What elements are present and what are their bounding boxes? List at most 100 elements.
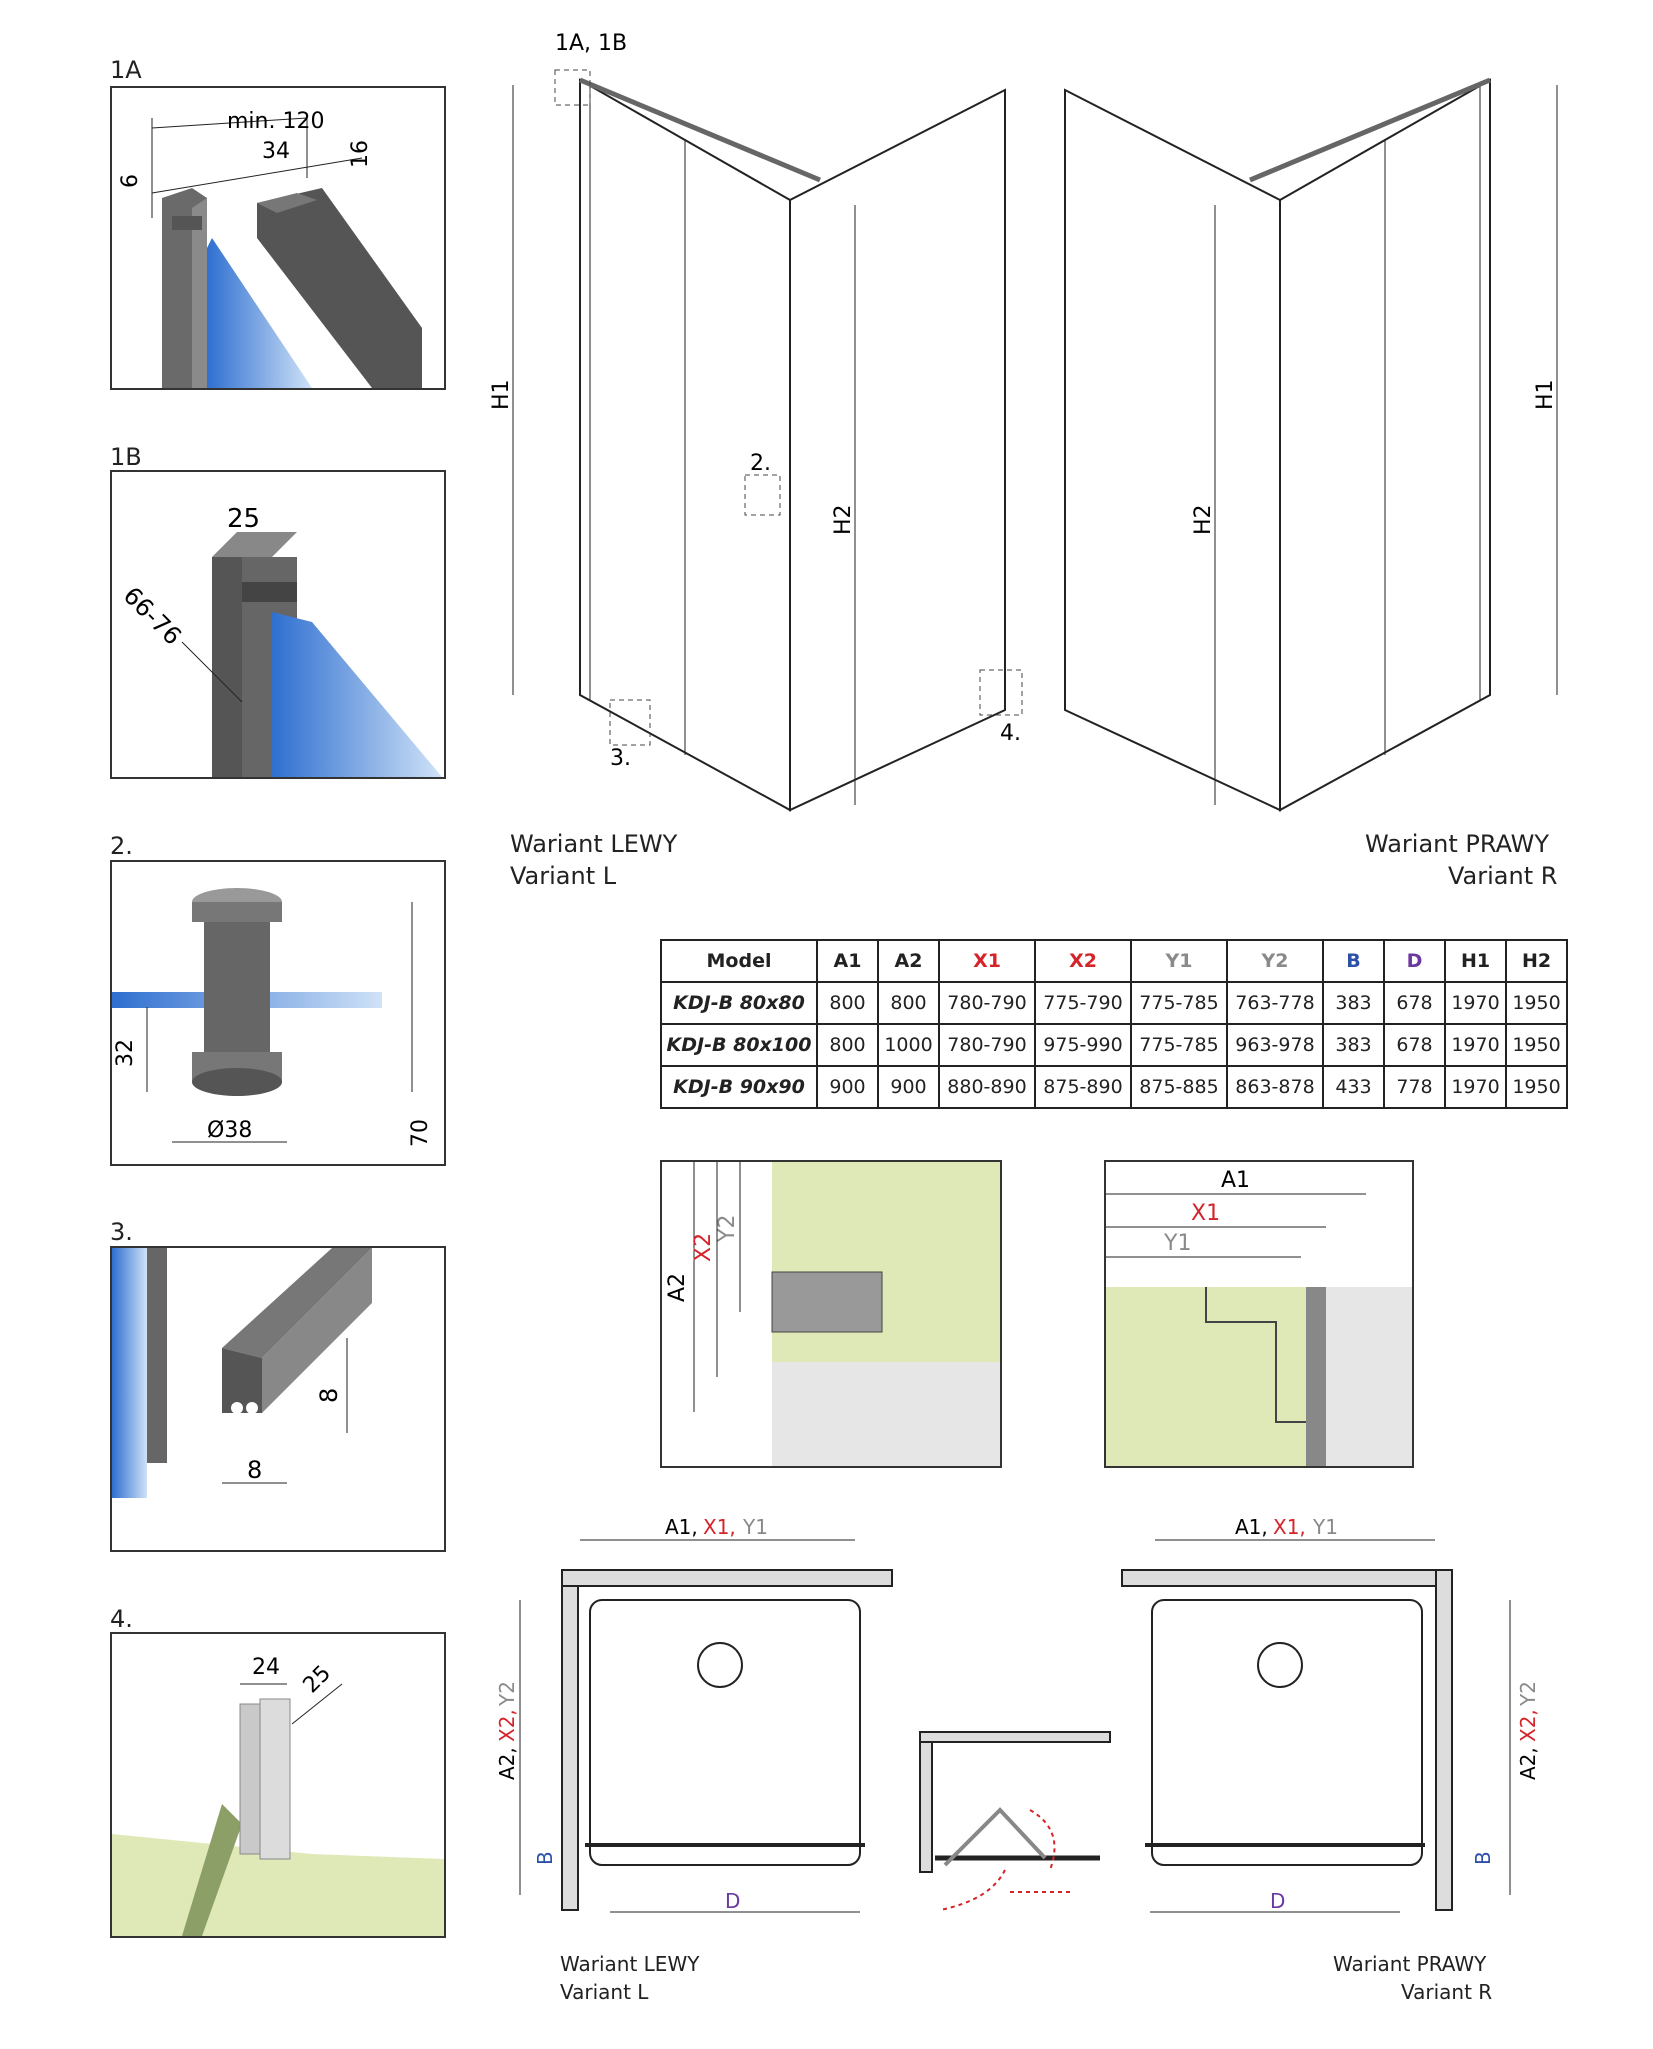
cell: 1950	[1505, 981, 1568, 1025]
detail-4-panel: 24 25	[110, 1632, 446, 1938]
plan-right-d: D	[1270, 1889, 1285, 1913]
header-x2: X2	[1034, 939, 1132, 983]
cell: 863-878	[1226, 1065, 1324, 1109]
cell: 875-890	[1034, 1065, 1132, 1109]
cell: 1950	[1505, 1065, 1568, 1109]
detail-3-label: 3.	[110, 1218, 133, 1246]
dim-70: 70	[408, 1119, 433, 1147]
cell-model: KDJ-B 80x80	[660, 981, 818, 1025]
plan-middle-door-swing	[919, 1731, 1111, 1911]
detail-2-panel: 32 Ø38 70	[110, 860, 446, 1166]
header-a1: A1	[816, 939, 879, 983]
dim-6: 6	[118, 174, 143, 188]
wall-detail-left: A2 X2 Y2	[660, 1160, 1002, 1468]
detail-2-label: 2.	[110, 832, 133, 860]
dim-25: 25	[227, 504, 260, 534]
detail-4-label: 4.	[110, 1605, 133, 1633]
dim-25-small: 25	[299, 1661, 336, 1698]
plan-left-a2: A2,	[495, 1747, 519, 1780]
cell: 433	[1322, 1065, 1385, 1109]
cell: 800	[816, 1023, 879, 1067]
spec-table: Model A1 A2 X1 X2 Y1 Y2 B D H1 H2 KDJ-B …	[660, 939, 1568, 1109]
cell: 780-790	[938, 981, 1036, 1025]
wall-detail-right: A1 X1 Y1	[1104, 1160, 1414, 1468]
cell: 880-890	[938, 1065, 1036, 1109]
cell: 1970	[1444, 981, 1507, 1025]
spec-table-header: Model A1 A2 X1 X2 Y1 Y2 B D H1 H2	[660, 939, 1568, 983]
plan-right-x2: X2,	[1516, 1709, 1540, 1742]
dim-h1-left: H1	[489, 379, 514, 410]
cell: 963-978	[1226, 1023, 1324, 1067]
detail-1b-panel: 25 66-76	[110, 470, 446, 779]
cell: 763-778	[1226, 981, 1324, 1025]
dim-h1-right: H1	[1533, 379, 1558, 410]
plan-left-d: D	[725, 1889, 740, 1913]
cell: 383	[1322, 981, 1385, 1025]
plan-left	[561, 1569, 893, 1911]
front-right-caption-2: Variant R	[1448, 862, 1558, 890]
detail-1a-panel: min. 120 34 16 6	[110, 86, 446, 390]
header-model: Model	[660, 939, 818, 983]
plan-left-y2: Y2	[495, 1681, 519, 1707]
cell: 775-785	[1130, 981, 1228, 1025]
cell: 1970	[1444, 1023, 1507, 1067]
dim-32: 32	[113, 1039, 138, 1067]
header-h2: H2	[1505, 939, 1568, 983]
dim-min-120: min. 120	[227, 109, 324, 134]
plan-right-caption-1: Wariant PRAWY	[1333, 1952, 1487, 1976]
dim-34: 34	[262, 139, 290, 164]
dim-8-width: 8	[247, 1456, 262, 1484]
plan-left-caption-2: Variant L	[560, 1980, 649, 2004]
table-row: KDJ-B 80x100 800 1000 780-790 975-990 77…	[660, 1023, 1568, 1067]
cell: 1970	[1444, 1065, 1507, 1109]
cell: 383	[1322, 1023, 1385, 1067]
detail-1a-label: 1A	[110, 56, 142, 84]
cell: 900	[877, 1065, 940, 1109]
plan-left-b: B	[533, 1851, 557, 1865]
table-row: KDJ-B 80x80 800 800 780-790 775-790 775-…	[660, 981, 1568, 1025]
plan-right	[1121, 1569, 1453, 1911]
cell: 875-885	[1130, 1065, 1228, 1109]
cell-model: KDJ-B 90x90	[660, 1065, 818, 1109]
front-left-enclosure	[579, 77, 1006, 812]
dim-diameter-38: Ø38	[207, 1118, 252, 1143]
cell: 800	[816, 981, 879, 1025]
plan-left-x1: X1,	[703, 1515, 736, 1539]
front-left-caption-2: Variant L	[510, 862, 617, 890]
plan-left-a1: A1,	[665, 1515, 698, 1539]
front-left-caption-1: Wariant LEWY	[510, 830, 678, 858]
dim-h2-left: H2	[831, 504, 856, 535]
cell: 1000	[877, 1023, 940, 1067]
cell: 678	[1383, 981, 1446, 1025]
front-right-caption-1: Wariant PRAWY	[1365, 830, 1550, 858]
cell: 775-790	[1034, 981, 1132, 1025]
dim-16: 16	[348, 140, 373, 168]
cell: 800	[877, 981, 940, 1025]
callout-3: 3.	[610, 746, 631, 771]
header-y2: Y2	[1226, 939, 1324, 983]
wall-right-y1: Y1	[1163, 1231, 1191, 1256]
front-view-drawing: 1A, 1B 2. 3. 4. H1 H2 H2 H1	[489, 31, 1558, 812]
plan-right-b: B	[1471, 1851, 1495, 1865]
wall-left-a2: A2	[665, 1273, 690, 1302]
plan-left-x2: X2,	[495, 1709, 519, 1742]
detail-1b-label: 1B	[110, 443, 142, 471]
cell: 775-785	[1130, 1023, 1228, 1067]
dim-h2-right: H2	[1191, 504, 1216, 535]
front-right-enclosure	[1064, 77, 1491, 812]
cell: 1950	[1505, 1023, 1568, 1067]
plan-right-a1: A1,	[1235, 1515, 1268, 1539]
plan-left-y1: Y1	[742, 1515, 768, 1539]
plan-view-drawing: A1, X1, Y1 A2, X2, Y2 B D A1, X1, Y1 A2,…	[495, 1515, 1540, 1913]
cell: 900	[816, 1065, 879, 1109]
dim-8-height: 8	[315, 1388, 343, 1403]
wall-right-a1: A1	[1221, 1168, 1250, 1193]
cell: 678	[1383, 1023, 1446, 1067]
cell: 780-790	[938, 1023, 1036, 1067]
callout-2: 2.	[750, 451, 771, 476]
plan-right-x1: X1,	[1273, 1515, 1306, 1539]
plan-left-caption-1: Wariant LEWY	[560, 1952, 700, 1976]
wall-left-y2: Y2	[715, 1215, 740, 1243]
header-d: D	[1383, 939, 1446, 983]
header-x1: X1	[938, 939, 1036, 983]
